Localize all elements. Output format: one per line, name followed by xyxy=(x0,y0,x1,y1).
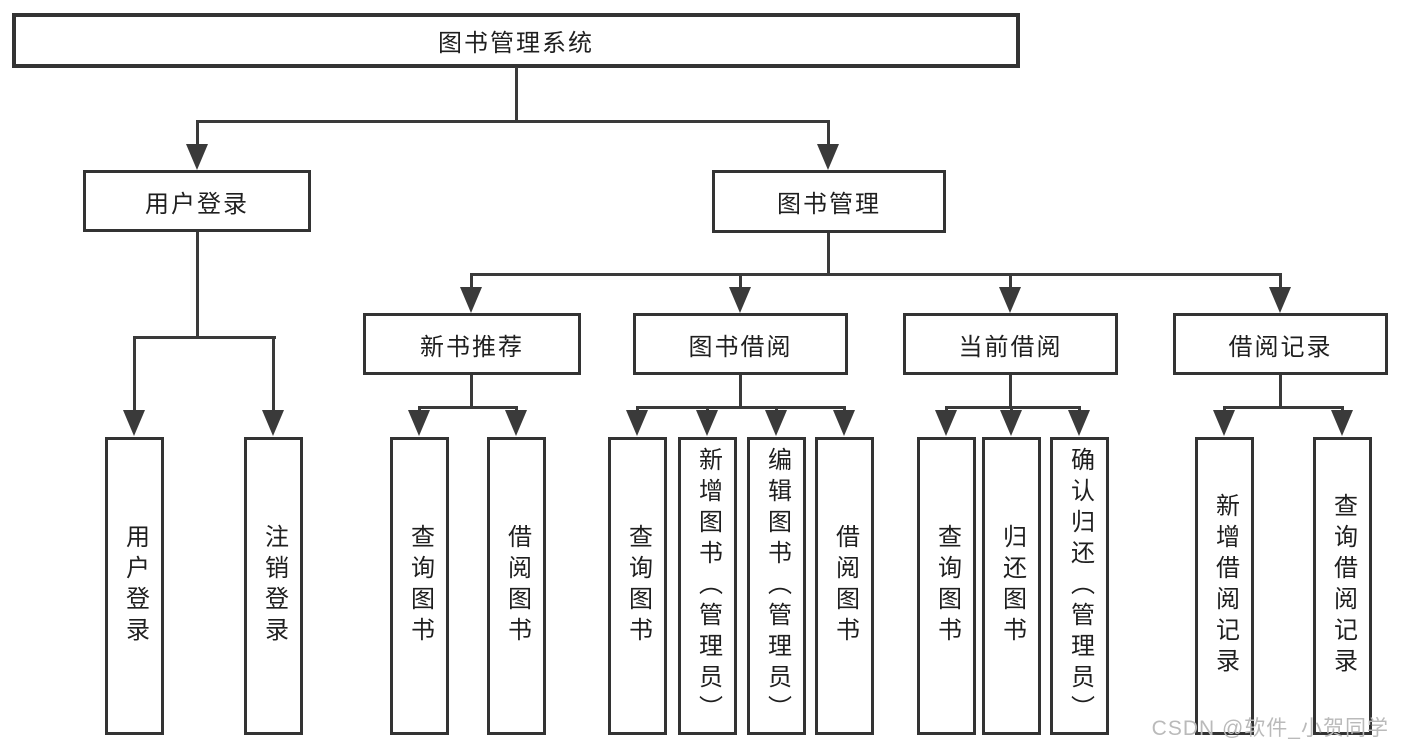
node-book-borrow-label: 图书借阅 xyxy=(688,333,793,361)
arrow-down-icon xyxy=(935,410,957,436)
arrow-down-icon xyxy=(626,410,648,436)
leaf-query-borrow-record-label: 查询借阅记录 xyxy=(1329,493,1357,679)
leaf-borrow-books: 借阅图书 xyxy=(815,437,874,735)
leaf-borrow-books-recommend-label: 借阅图书 xyxy=(503,524,531,648)
node-borrow-records: 借阅记录 xyxy=(1173,313,1388,375)
connector-line xyxy=(470,375,473,409)
leaf-query-books-recommend-label: 查询图书 xyxy=(406,524,434,648)
arrow-down-icon xyxy=(460,287,482,313)
leaf-user-login-label: 用户登录 xyxy=(121,524,149,648)
connector-line xyxy=(196,232,199,339)
leaf-edit-book-admin-label: 编辑图书（管理员） xyxy=(763,446,791,726)
arrow-down-icon xyxy=(696,410,718,436)
leaf-return-books-label: 归还图书 xyxy=(998,524,1026,648)
node-user-login: 用户登录 xyxy=(83,170,311,232)
leaf-query-books-borrow: 查询图书 xyxy=(608,437,667,735)
connector-line xyxy=(196,120,830,123)
leaf-edit-book-admin: 编辑图书（管理员） xyxy=(747,437,806,735)
arrow-down-icon xyxy=(1269,287,1291,313)
connector-line xyxy=(636,406,846,409)
connector-line xyxy=(739,375,742,409)
connector-line xyxy=(196,120,199,148)
connector-line xyxy=(827,120,830,148)
connector-line xyxy=(515,67,518,123)
arrow-down-icon xyxy=(123,410,145,436)
arrow-down-icon xyxy=(505,410,527,436)
leaf-query-books-recommend: 查询图书 xyxy=(390,437,449,735)
connector-line xyxy=(1009,273,1012,290)
leaf-return-books: 归还图书 xyxy=(982,437,1041,735)
leaf-confirm-return-admin: 确认归还（管理员） xyxy=(1050,437,1109,735)
watermark: CSDN @软件_小贺同学 xyxy=(1151,717,1389,740)
node-user-login-label: 用户登录 xyxy=(145,190,249,218)
connector-line xyxy=(133,336,136,414)
connector-line xyxy=(1279,273,1282,290)
connector-line xyxy=(827,233,830,276)
arrow-down-icon xyxy=(999,287,1021,313)
leaf-user-login: 用户登录 xyxy=(105,437,164,735)
leaf-add-book-admin-label: 新增图书（管理员） xyxy=(694,446,722,726)
connector-line xyxy=(470,273,1282,276)
connector-line xyxy=(1279,375,1282,409)
leaf-confirm-return-admin-label: 确认归还（管理员） xyxy=(1066,446,1094,726)
leaf-logout: 注销登录 xyxy=(244,437,303,735)
arrow-down-icon xyxy=(408,410,430,436)
node-current-borrow-label: 当前借阅 xyxy=(958,333,1063,361)
node-borrow-records-label: 借阅记录 xyxy=(1228,333,1333,361)
connector-line xyxy=(739,273,742,290)
leaf-add-borrow-record: 新增借阅记录 xyxy=(1195,437,1254,735)
node-book-management-label: 图书管理 xyxy=(777,191,881,218)
arrow-down-icon xyxy=(1000,410,1022,436)
arrow-down-icon xyxy=(1213,410,1235,436)
leaf-query-books-current: 查询图书 xyxy=(917,437,976,735)
node-root: 图书管理系统 xyxy=(12,13,1020,68)
connector-line xyxy=(133,336,276,339)
connector-line xyxy=(1223,406,1344,409)
leaf-logout-label: 注销登录 xyxy=(260,524,288,648)
connector-line xyxy=(945,406,1081,409)
node-new-book-recommend: 新书推荐 xyxy=(363,313,581,375)
leaf-borrow-books-recommend: 借阅图书 xyxy=(487,437,546,735)
arrow-down-icon xyxy=(817,144,839,170)
arrow-down-icon xyxy=(833,410,855,436)
arrow-down-icon xyxy=(729,287,751,313)
arrow-down-icon xyxy=(765,410,787,436)
node-root-label: 图书管理系统 xyxy=(438,30,594,57)
arrow-down-icon xyxy=(1068,410,1090,436)
leaf-borrow-books-label: 借阅图书 xyxy=(831,524,859,648)
node-new-book-recommend-label: 新书推荐 xyxy=(420,333,524,361)
leaf-query-books-current-label: 查询图书 xyxy=(933,524,961,648)
connector-line xyxy=(1009,375,1012,409)
connector-line xyxy=(470,273,473,290)
leaf-query-borrow-record: 查询借阅记录 xyxy=(1313,437,1372,735)
arrow-down-icon xyxy=(186,144,208,170)
connector-line xyxy=(272,336,275,414)
connector-line xyxy=(418,406,518,409)
node-current-borrow: 当前借阅 xyxy=(903,313,1118,375)
node-book-management: 图书管理 xyxy=(712,170,946,233)
leaf-add-borrow-record-label: 新增借阅记录 xyxy=(1211,493,1239,679)
node-book-borrow: 图书借阅 xyxy=(633,313,848,375)
arrow-down-icon xyxy=(1331,410,1353,436)
arrow-down-icon xyxy=(262,410,284,436)
leaf-query-books-borrow-label: 查询图书 xyxy=(624,524,652,648)
leaf-add-book-admin: 新增图书（管理员） xyxy=(678,437,737,735)
